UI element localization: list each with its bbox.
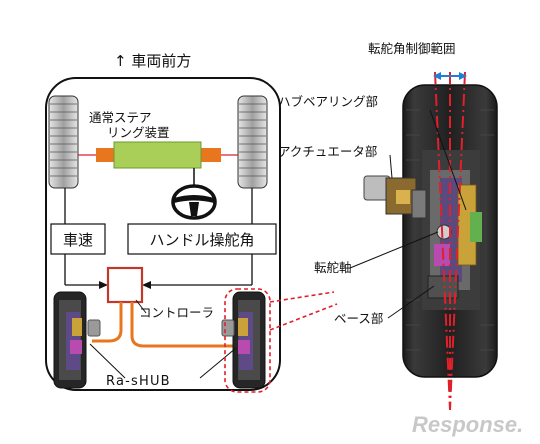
actuator-label: アクチュエータ部: [278, 144, 378, 159]
steering-wheel-icon: [171, 168, 217, 220]
vehicle-speed-box: [50, 223, 106, 255]
steering-unit-label-line2: リング装置: [107, 125, 170, 140]
base-label: ベース部: [334, 311, 384, 326]
vehicle-speed-label: 車速: [62, 230, 93, 249]
front-right-wheel: [237, 95, 268, 189]
arrow-head-left: [99, 281, 108, 289]
steering-axis-label: 転舵軸: [314, 260, 352, 275]
left-cable: [92, 302, 123, 343]
front-direction-label: ↑ 車両前方: [114, 52, 192, 70]
response-watermark: Response.: [412, 412, 524, 437]
steering-unit: [113, 141, 202, 169]
controller-label: コントローラ: [139, 305, 215, 320]
range-title: 転舵角制御範囲: [368, 41, 456, 56]
right-cable: [130, 302, 234, 348]
hub-detail-view: [363, 84, 498, 378]
rack-connector-left: [96, 148, 116, 162]
zoom-callout-line-top: [269, 291, 335, 303]
hub-bearing-label: ハブベアリング部: [278, 94, 379, 109]
steering-angle-box: [127, 223, 277, 255]
rear-left-wheel: [53, 291, 101, 389]
steering-unit-label-line1: 通常ステア: [89, 110, 152, 125]
controller-leader-line: [135, 299, 147, 314]
rack-connector-right: [201, 148, 221, 162]
signal-lines: [64, 188, 253, 286]
hub-leader-right: [199, 347, 237, 379]
detail-leader-lines: [349, 109, 467, 319]
front-left-wheel: [48, 95, 79, 189]
arrow-head-right: [142, 281, 151, 289]
steering-range-lines: [434, 71, 466, 411]
range-arrow-icon: [433, 72, 467, 80]
zoom-callout-box: [224, 288, 271, 393]
controller-box: [106, 266, 144, 304]
zoom-callout-line-bottom: [269, 303, 338, 331]
hub-leader-left: [89, 343, 126, 379]
hub-label: Ra-sHUB: [106, 374, 171, 389]
steering-angle-label: ハンドル操舵角: [149, 230, 255, 249]
